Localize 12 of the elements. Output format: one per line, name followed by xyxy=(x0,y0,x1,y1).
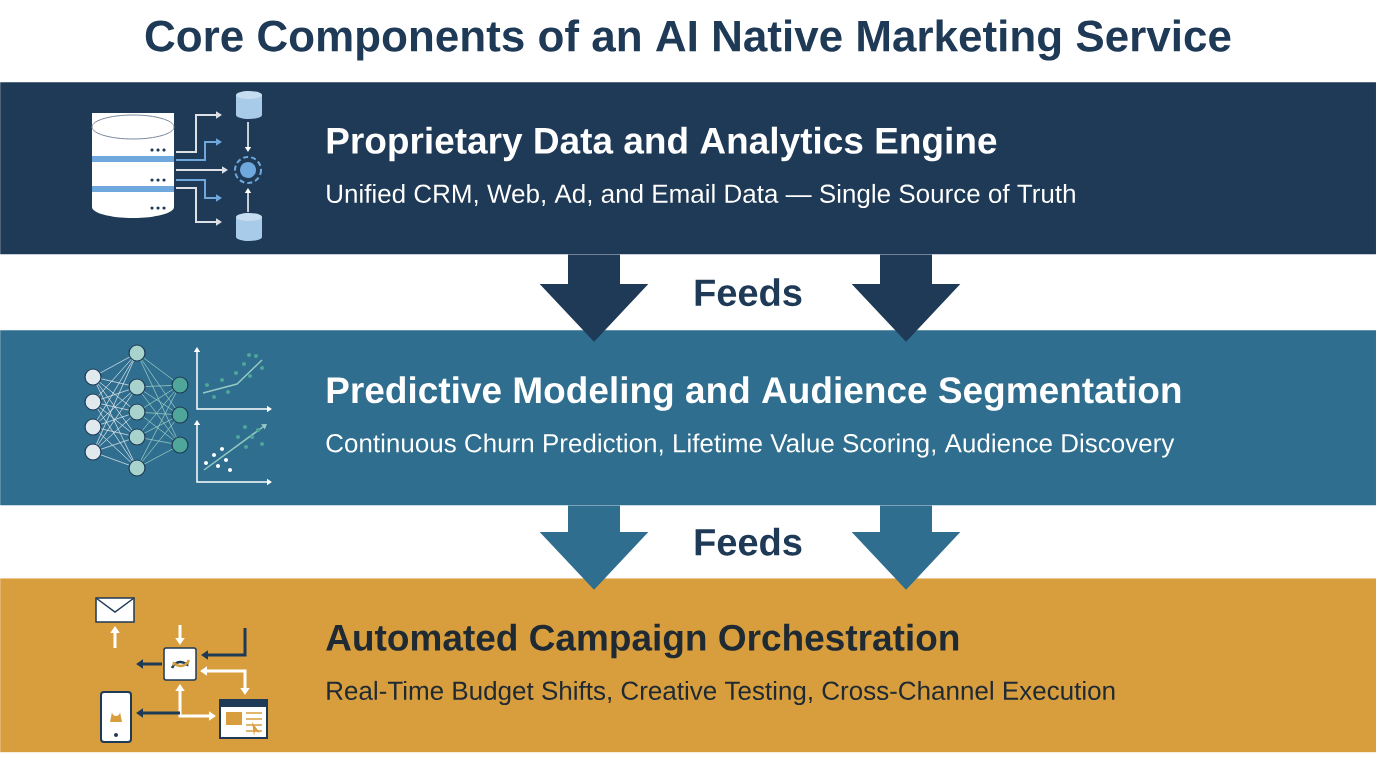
title: Core Components of an AI Native Marketing Service xyxy=(145,19,1231,61)
band-subtitle: Real-Time Budget Shifts, Creative Testing, Cross-Channel Execution xyxy=(327,680,1115,706)
band xyxy=(0,578,1376,753)
band-title: Proprietary Data and Analytics Engine xyxy=(327,126,997,162)
edge-label: Feeds xyxy=(692,526,804,557)
band xyxy=(0,82,1376,255)
band-subtitle: Continuous Churn Prediction, Lifetime Value Scoring, Audience Discovery xyxy=(326,433,1175,458)
band-subtitle: Unified CRM, Web, Ad, and Email Data — Single Source of Truth xyxy=(327,183,1075,209)
band-title: Automated Campaign Orchestration xyxy=(326,623,959,659)
band-title: Predictive Modeling and Audience Segmentation xyxy=(327,376,1181,411)
edge-label: Feeds xyxy=(692,277,804,308)
band xyxy=(0,330,1376,506)
